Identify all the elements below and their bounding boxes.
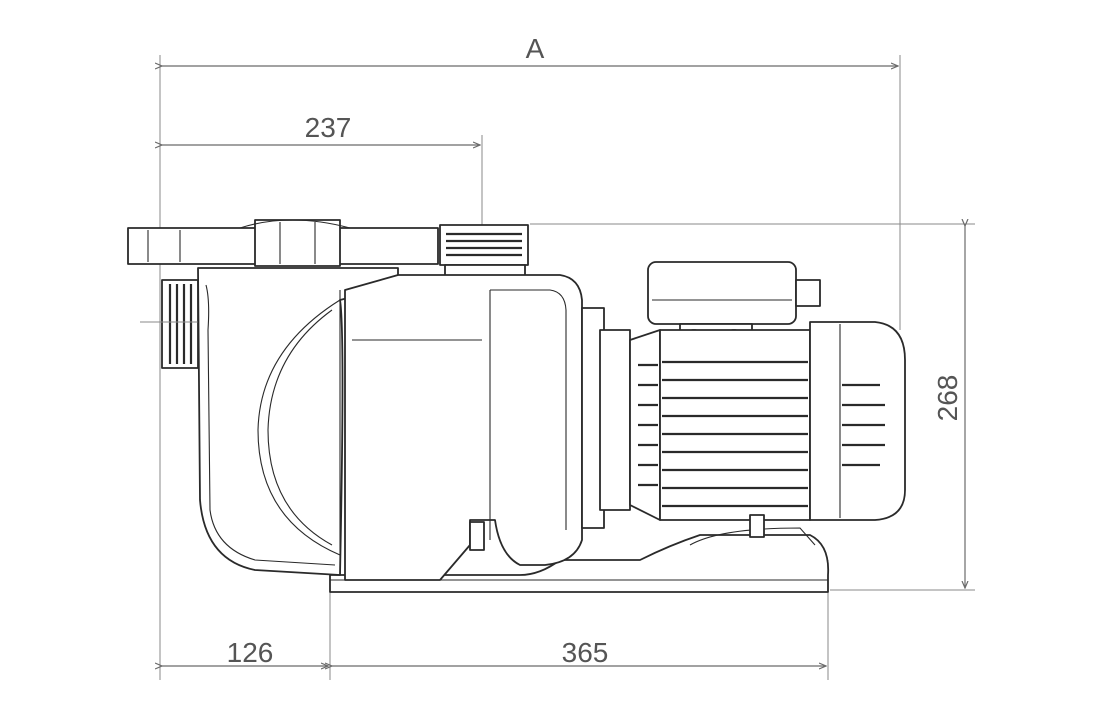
- label-base-length: 365: [562, 637, 609, 668]
- pump-drawing: [127, 219, 906, 593]
- dimension-lines: [162, 66, 965, 666]
- strainer-cover: [127, 219, 439, 267]
- fan-cover: [809, 321, 906, 521]
- label-overall-length: A: [526, 33, 545, 64]
- outlet-thread: [439, 224, 529, 280]
- label-inlet-to-outlet: 237: [305, 112, 352, 143]
- label-height: 268: [932, 375, 963, 422]
- motor-body: [659, 329, 811, 538]
- strainer-housing: [197, 267, 399, 576]
- motor-flange: [581, 307, 661, 529]
- volute-body: [344, 274, 583, 581]
- extension-lines: [159, 55, 975, 680]
- dimension-labels: A 237 268 126 365: [227, 33, 963, 668]
- label-front-to-base: 126: [227, 637, 274, 668]
- inlet-thread: [140, 279, 205, 369]
